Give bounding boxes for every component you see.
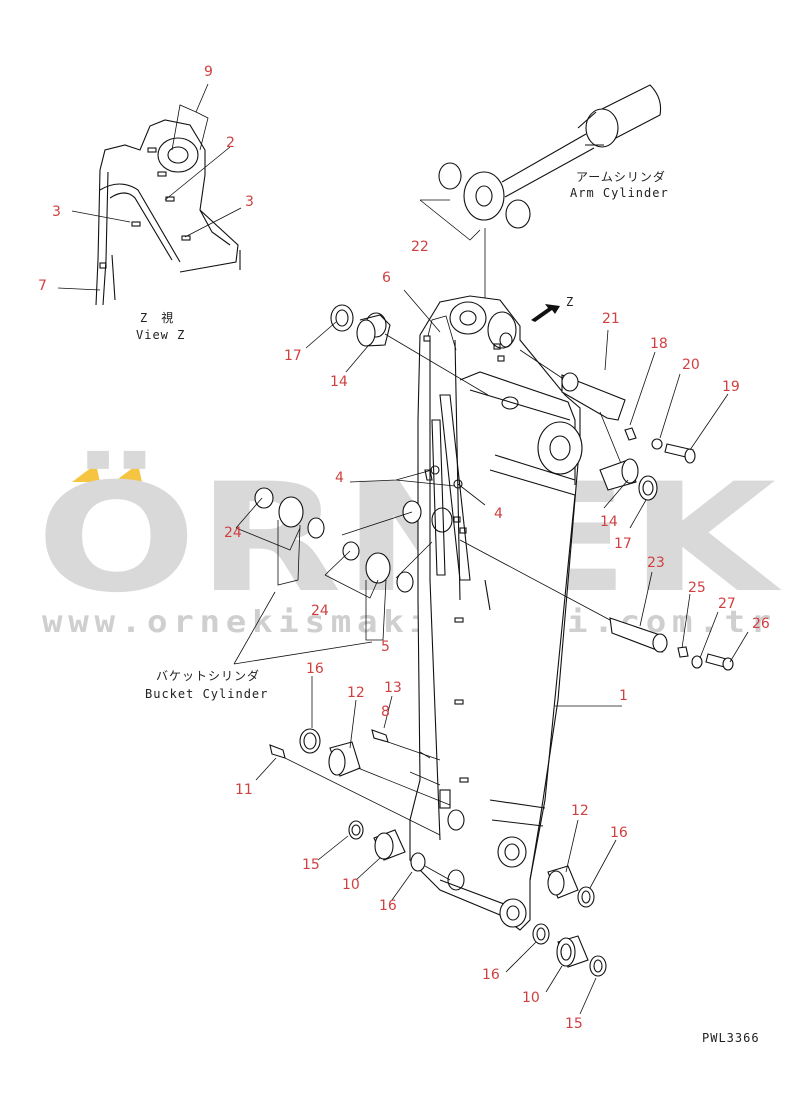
callout-24: 24 [224,525,242,541]
callout-17: 17 [284,348,302,364]
callout-8: 8 [381,704,390,720]
text-labels: アームシリンダ Arm Cylinder バケットシリンダ Bucket Cyl… [136,169,760,1045]
callout-16: 16 [306,661,324,677]
callout-10: 10 [342,877,360,893]
callout-4: 4 [335,470,344,486]
view-z-arrow [531,304,560,322]
callout-12: 12 [347,685,365,701]
callout-16: 16 [610,825,628,841]
callout-11: 11 [235,782,253,798]
callout-5: 5 [381,639,390,655]
callouts: 9 2 3 3 7 22 6 17 14 21 18 20 19 4 4 24 … [38,64,770,1032]
arm-cylinder-label-jp: アームシリンダ [576,169,666,184]
callout-3: 3 [52,204,61,220]
lower-right-group [532,865,607,977]
callout-14: 14 [600,514,618,530]
bucket-cylinder-label-en: Bucket Cylinder [145,687,268,701]
arm-cylinder [419,84,662,308]
callout-4: 4 [494,506,503,522]
callout-24: 24 [311,603,329,619]
watermark: ÖRNEK www.ornekismakinalari.com.tr [36,450,782,640]
callout-14: 14 [330,374,348,390]
callout-3: 3 [245,194,254,210]
callout-21: 21 [602,311,620,327]
callout-6: 6 [382,270,391,286]
view-z-label-en: View Z [136,328,185,342]
bucket-cylinder-label-jp: バケットシリンダ [156,668,260,683]
callout-16: 16 [379,898,397,914]
arm-body [402,289,583,931]
callout-25: 25 [688,580,706,596]
view-z-label-jp: Z 視 [140,310,174,325]
bucket-cylinder-group [233,487,433,665]
leader-lines [255,321,749,1015]
callout-26: 26 [752,616,770,632]
callout-23: 23 [647,555,665,571]
callout-17: 17 [614,536,632,552]
callout-13: 13 [384,680,402,696]
watermark-accent-left [72,464,100,482]
arm-cylinder-label-en: Arm Cylinder [570,186,669,200]
callout-15: 15 [565,1016,583,1032]
callout-1: 1 [619,688,628,704]
callout-7: 7 [38,278,47,294]
callout-18: 18 [650,336,668,352]
callout-16: 16 [482,967,500,983]
callout-22: 22 [411,239,429,255]
callout-19: 19 [722,379,740,395]
lower-left-group [269,728,451,881]
middle-pin-group [459,539,734,671]
watermark-accent-right [114,464,142,482]
callout-12: 12 [571,803,589,819]
callout-10: 10 [522,990,540,1006]
upper-pin-group [330,304,696,501]
callout-2: 2 [226,135,235,151]
view-z-arrow-label: Z [566,295,574,309]
callout-9: 9 [204,64,213,80]
callout-27: 27 [718,596,736,612]
watermark-url: www.ornekismakinalari.com.tr [42,605,777,640]
view-z-inset [57,83,242,306]
callout-20: 20 [682,357,700,373]
callout-15: 15 [302,857,320,873]
watermark-brand: ÖRNEK [36,450,782,626]
drawing-code: PWL3366 [702,1031,760,1045]
